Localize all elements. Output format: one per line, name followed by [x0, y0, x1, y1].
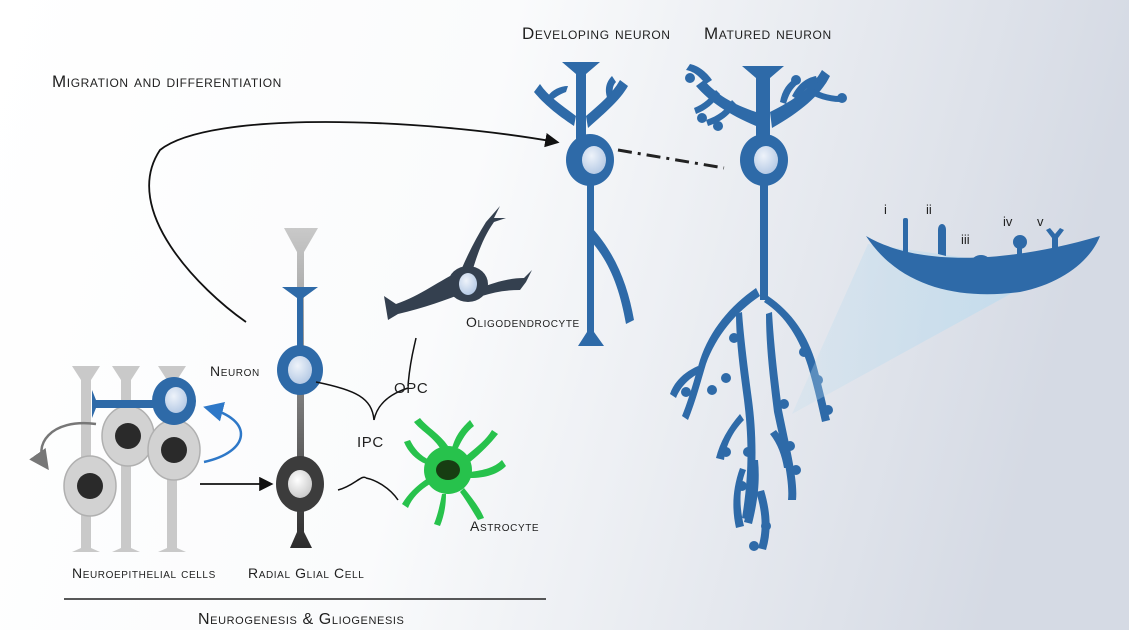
- matured-neuron-label: Matured neuron: [704, 24, 832, 43]
- spine-i: [903, 218, 908, 254]
- developing-neuron-label: Developing neuron: [522, 24, 671, 43]
- spine-label-v: v: [1037, 214, 1044, 229]
- spine-iii: [971, 255, 991, 271]
- ipc-label: IPC: [357, 434, 384, 451]
- radial-glial-label: Radial Glial Cell: [248, 565, 364, 581]
- spine-iv-head: [1013, 235, 1027, 249]
- migration-label: Migration and differentiation: [52, 72, 282, 91]
- neuron-label: Neuron: [210, 363, 260, 379]
- astrocyte-label: Astrocyte: [470, 518, 539, 534]
- neuroepithelial-label: Neuroepithelial cells: [72, 565, 216, 581]
- spine-label-iii: iii: [961, 232, 970, 247]
- spine-label-ii: ii: [926, 202, 932, 217]
- spine-label-i: i: [884, 202, 887, 217]
- opc-label: OPC: [394, 380, 428, 397]
- spine-ii: [938, 224, 946, 256]
- oligodendrocyte-label: Oligodendrocyte: [466, 314, 580, 330]
- footer-label: Neurogenesis & Gliogenesis: [198, 611, 404, 628]
- spine-label-iv: iv: [1003, 214, 1013, 229]
